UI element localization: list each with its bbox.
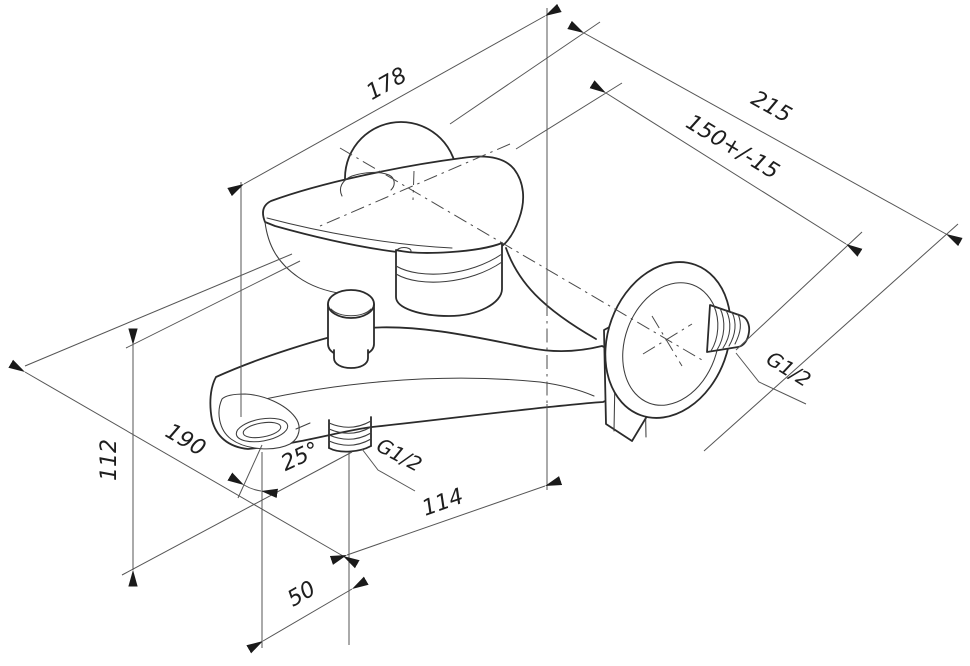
flange-center-cross-2 <box>651 315 683 367</box>
dim-label-50: 50 <box>283 577 320 613</box>
body-neck-edge <box>264 221 345 295</box>
ext-215-left <box>449 21 601 125</box>
extension-lines <box>24 8 959 648</box>
lever-front-bevel <box>266 217 453 249</box>
leader-bottom-thread <box>361 448 416 492</box>
dim-line-190 <box>8 359 360 569</box>
ext-215-right <box>703 223 959 452</box>
dim-label-150: 150+/-15 <box>681 110 783 185</box>
wall-nipple-thread <box>706 304 751 353</box>
diverter-knob-tip <box>333 349 369 369</box>
angle-arc-25deg <box>227 472 279 498</box>
wall-flange-inner <box>622 282 720 406</box>
ext-190-left <box>24 253 293 367</box>
lever-handle <box>262 155 525 257</box>
faucet-body <box>209 121 751 453</box>
dim-label-wall-thread: G1/2 <box>762 346 815 392</box>
dim-line-178 <box>227 3 562 197</box>
diverter-knob-seam <box>330 308 372 317</box>
dim-line-215 <box>567 20 963 247</box>
ext-112-top <box>125 260 301 349</box>
cartridge-groove-2 <box>395 261 503 283</box>
dim-label-215: 215 <box>747 86 796 128</box>
axis-centerline-wall <box>339 147 703 361</box>
wall-arm-edge <box>505 247 597 340</box>
cartridge-groove-1 <box>395 253 503 275</box>
dimension-lines <box>8 3 963 654</box>
ext-112-bottom <box>121 451 353 576</box>
flange-center-cross-1 <box>642 323 693 355</box>
diverter-knob-top <box>327 289 375 319</box>
dim-line-114 <box>329 476 563 565</box>
leader-wall-thread <box>735 352 807 405</box>
ext-150-right <box>735 231 863 351</box>
dim-label-bottom-thread: G1/2 <box>373 433 426 477</box>
dim-label-112: 112 <box>97 439 122 481</box>
cartridge-housing <box>395 242 503 317</box>
dim-line-50 <box>246 576 369 654</box>
dim-label-178: 178 <box>362 63 411 105</box>
dim-line-150 <box>589 80 863 257</box>
